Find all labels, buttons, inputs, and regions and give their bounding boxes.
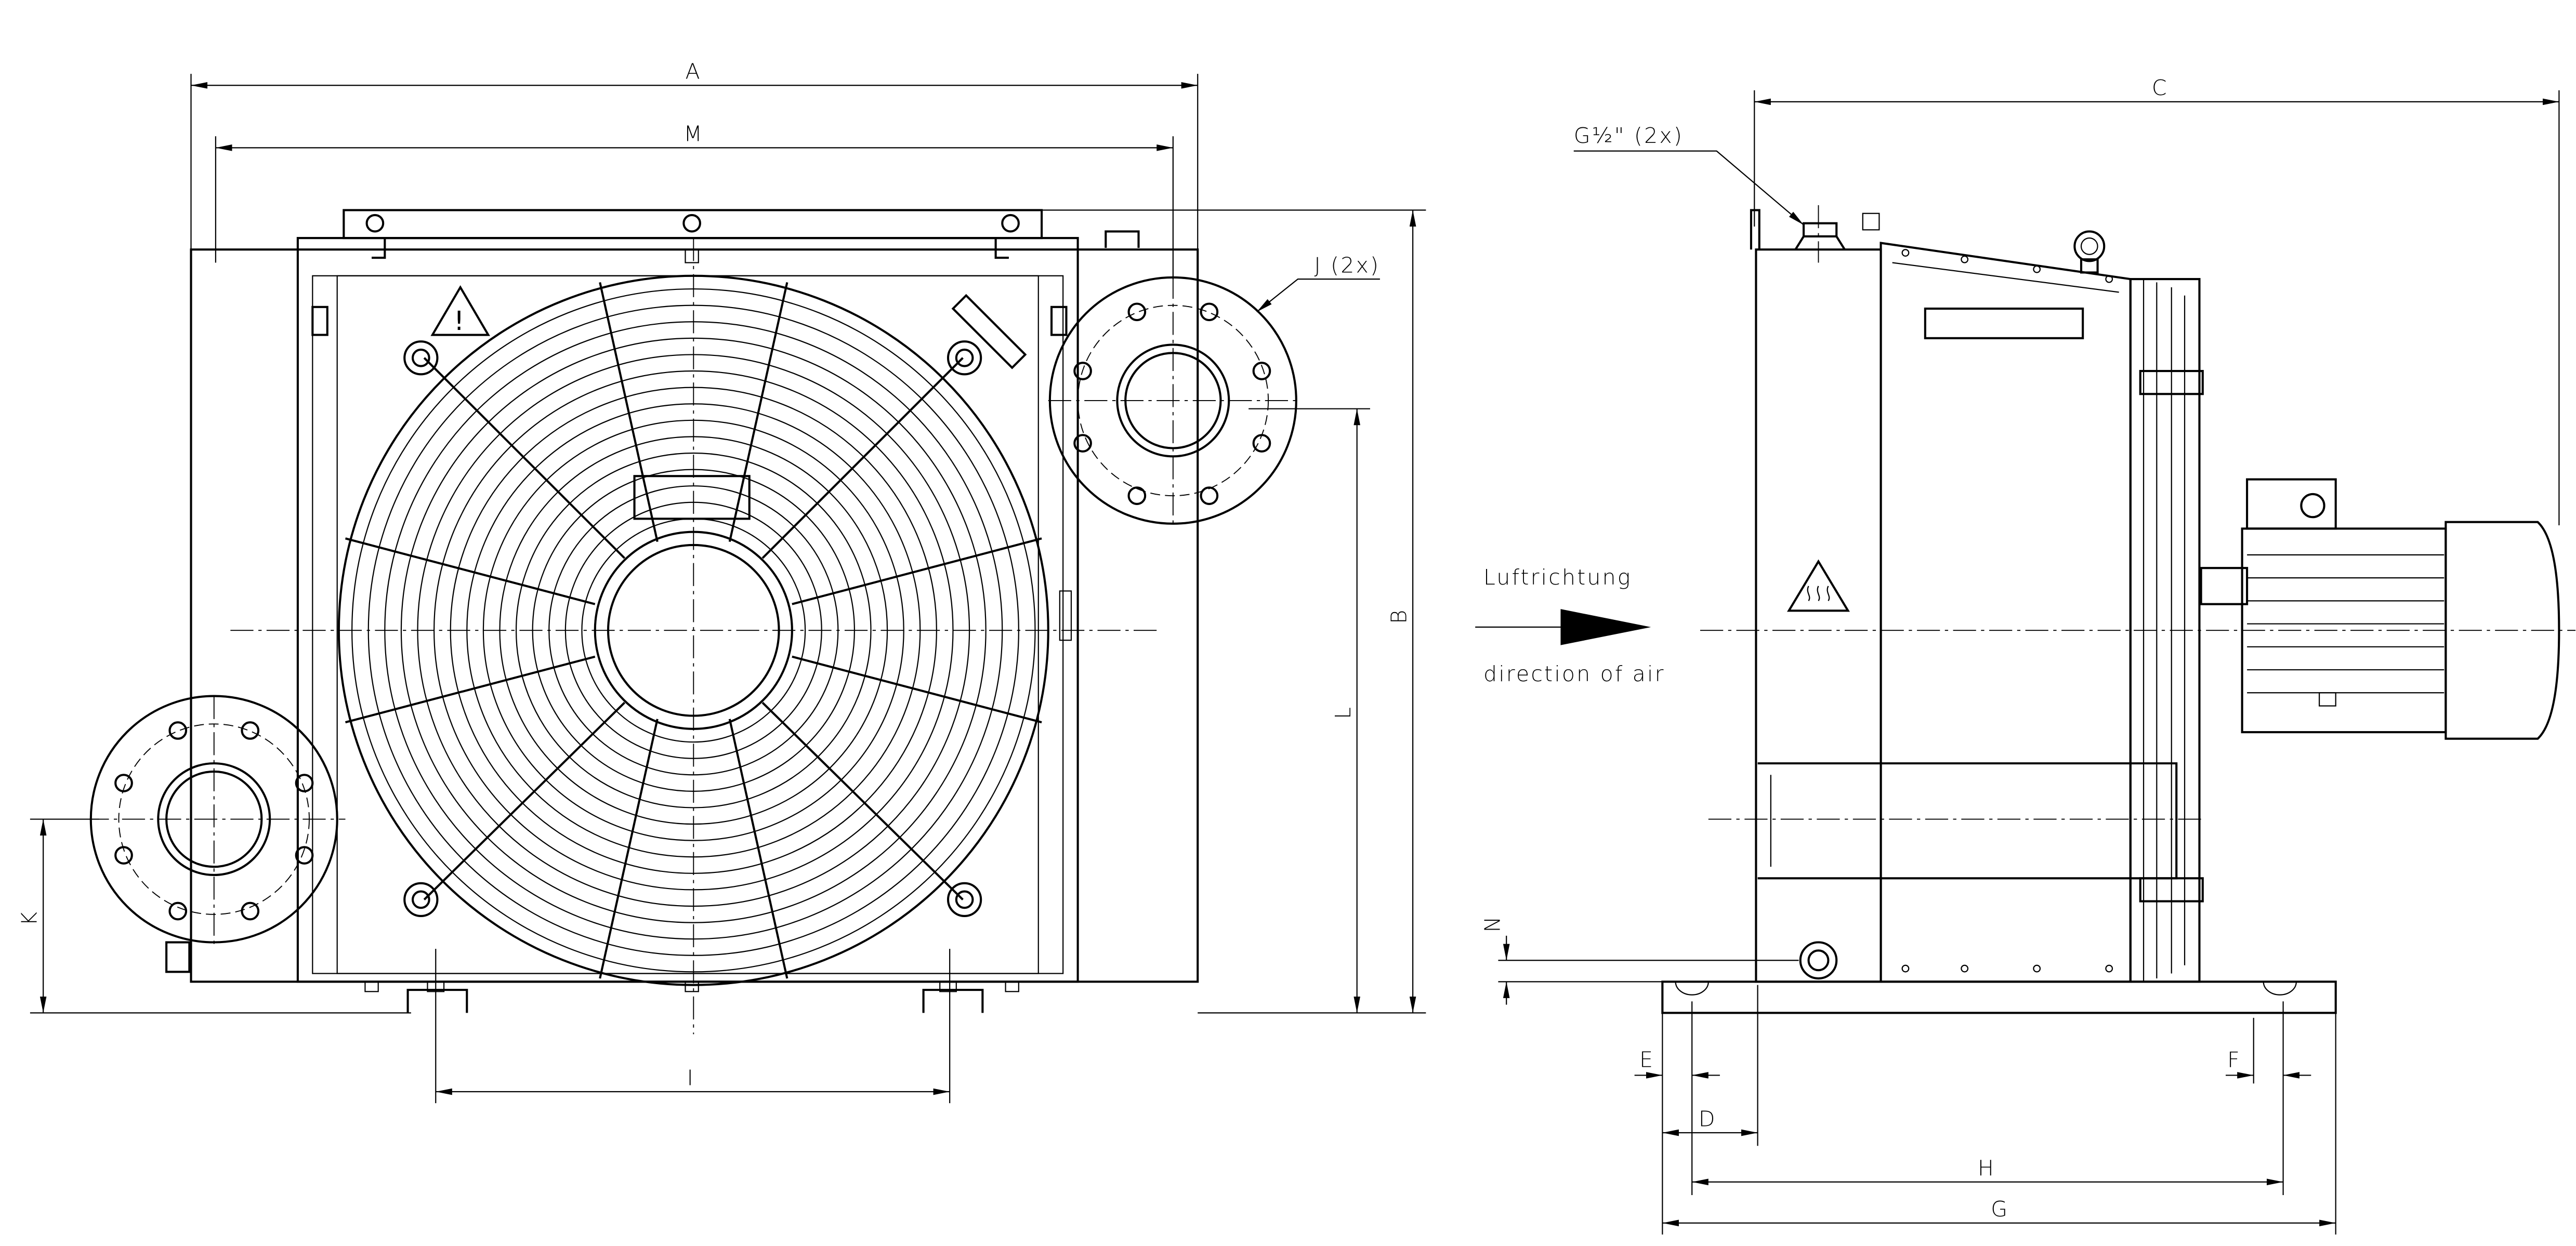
fan-housing: [1880, 242, 2132, 983]
dim-a-label: A: [685, 59, 701, 84]
dim-k-label: K: [17, 910, 42, 926]
airflow-indicator: Luftrichtung direction of air: [1475, 565, 1665, 686]
dim-l-label: L: [1331, 706, 1356, 719]
warning-triangle-icon: [430, 285, 490, 336]
flange-upper-right: [1048, 230, 1297, 525]
dim-f-label: F: [2227, 1048, 2241, 1072]
cooler-block: [1755, 248, 1882, 983]
airflow-arrow-icon: [1560, 609, 1651, 645]
airflow-label-de: Luftrichtung: [1483, 565, 1632, 590]
connection-pipe: [1757, 762, 2178, 880]
dim-h-label: H: [1978, 1156, 1995, 1181]
base-plate: [1661, 980, 2337, 1014]
dim-e-label: E: [1639, 1048, 1654, 1072]
cooler-housing: [190, 248, 1199, 983]
motor: [2200, 478, 2560, 740]
port-callout: G½" (2x): [1574, 123, 1684, 148]
hot-surface-warning-icon: [1786, 559, 1850, 612]
airflow-label-en: direction of air: [1483, 661, 1665, 686]
dim-d-label: D: [1699, 1106, 1717, 1131]
side-view: C N E D F H G G½" (2x): [1480, 75, 2575, 1235]
warning-mark: !: [454, 306, 464, 336]
dim-g-label: G: [1991, 1197, 2009, 1222]
dim-i-label: I: [687, 1065, 695, 1090]
flange-callout: J (2x): [1315, 253, 1381, 277]
dim-c-label: C: [2152, 75, 2168, 100]
dim-n-label: N: [1480, 915, 1505, 933]
front-view: A M B L K I !: [17, 59, 1426, 1104]
dim-b-label: B: [1386, 608, 1411, 624]
flange-lower-left: [89, 695, 338, 973]
dim-m-label: M: [684, 122, 704, 147]
